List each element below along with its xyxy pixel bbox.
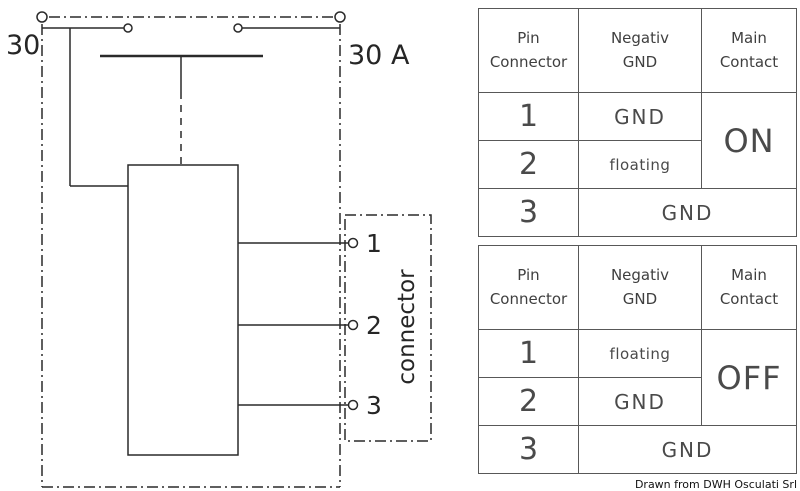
pin-3-label: 3: [366, 391, 382, 420]
cell-main-contact-state: OFF: [701, 329, 797, 426]
cell-pin-number: 3: [478, 188, 579, 237]
pin-2-label: 2: [366, 311, 382, 340]
cell-gnd-state: GND: [578, 377, 702, 426]
cell-pin-number: 1: [478, 329, 579, 378]
cell-pin-number: 2: [478, 377, 579, 426]
header-main-contact: Main Contact: [701, 8, 797, 93]
cell-gnd-state: GND: [578, 425, 797, 474]
cell-gnd-state: floating: [578, 140, 702, 189]
pin-1-label: 1: [366, 229, 382, 258]
header-pin-connector: Pin Connector: [478, 8, 579, 93]
attribution-text: Drawn from DWH Osculati Srl: [634, 478, 797, 491]
terminal-30-circle: [36, 11, 48, 23]
cell-main-contact-state: ON: [701, 92, 797, 189]
wires: [42, 27, 348, 406]
switch-contact-left: [123, 23, 133, 33]
pin-state-table-off: Pin Connector Negativ GND Main Contact 1…: [478, 245, 797, 474]
connector-label: connector: [394, 269, 420, 385]
pin-2-terminal: [347, 319, 359, 331]
header-pin-connector: Pin Connector: [478, 245, 579, 330]
terminal-30a-label: 30 A: [348, 40, 410, 71]
terminal-30a-circle: [334, 11, 346, 23]
terminal-30-label: 30: [6, 30, 40, 61]
relay-body: [127, 164, 239, 456]
header-negativ-gnd: Negativ GND: [578, 245, 702, 330]
connector-boundary: [344, 214, 432, 442]
pin-state-table-on: Pin Connector Negativ GND Main Contact 1…: [478, 8, 797, 237]
pin-1-terminal: [347, 237, 359, 249]
pin-3-terminal: [347, 399, 359, 411]
wiring-schematic: 30 30 A 1 2 3 connector: [6, 11, 432, 488]
cell-gnd-state: GND: [578, 92, 702, 141]
cell-gnd-state: GND: [578, 188, 797, 237]
device-boundary: [41, 16, 341, 488]
cell-gnd-state: floating: [578, 329, 702, 378]
header-negativ-gnd: Negativ GND: [578, 8, 702, 93]
cell-pin-number: 1: [478, 92, 579, 141]
switch-contact-right: [233, 23, 243, 33]
header-main-contact: Main Contact: [701, 245, 797, 330]
cell-pin-number: 2: [478, 140, 579, 189]
cell-pin-number: 3: [478, 425, 579, 474]
